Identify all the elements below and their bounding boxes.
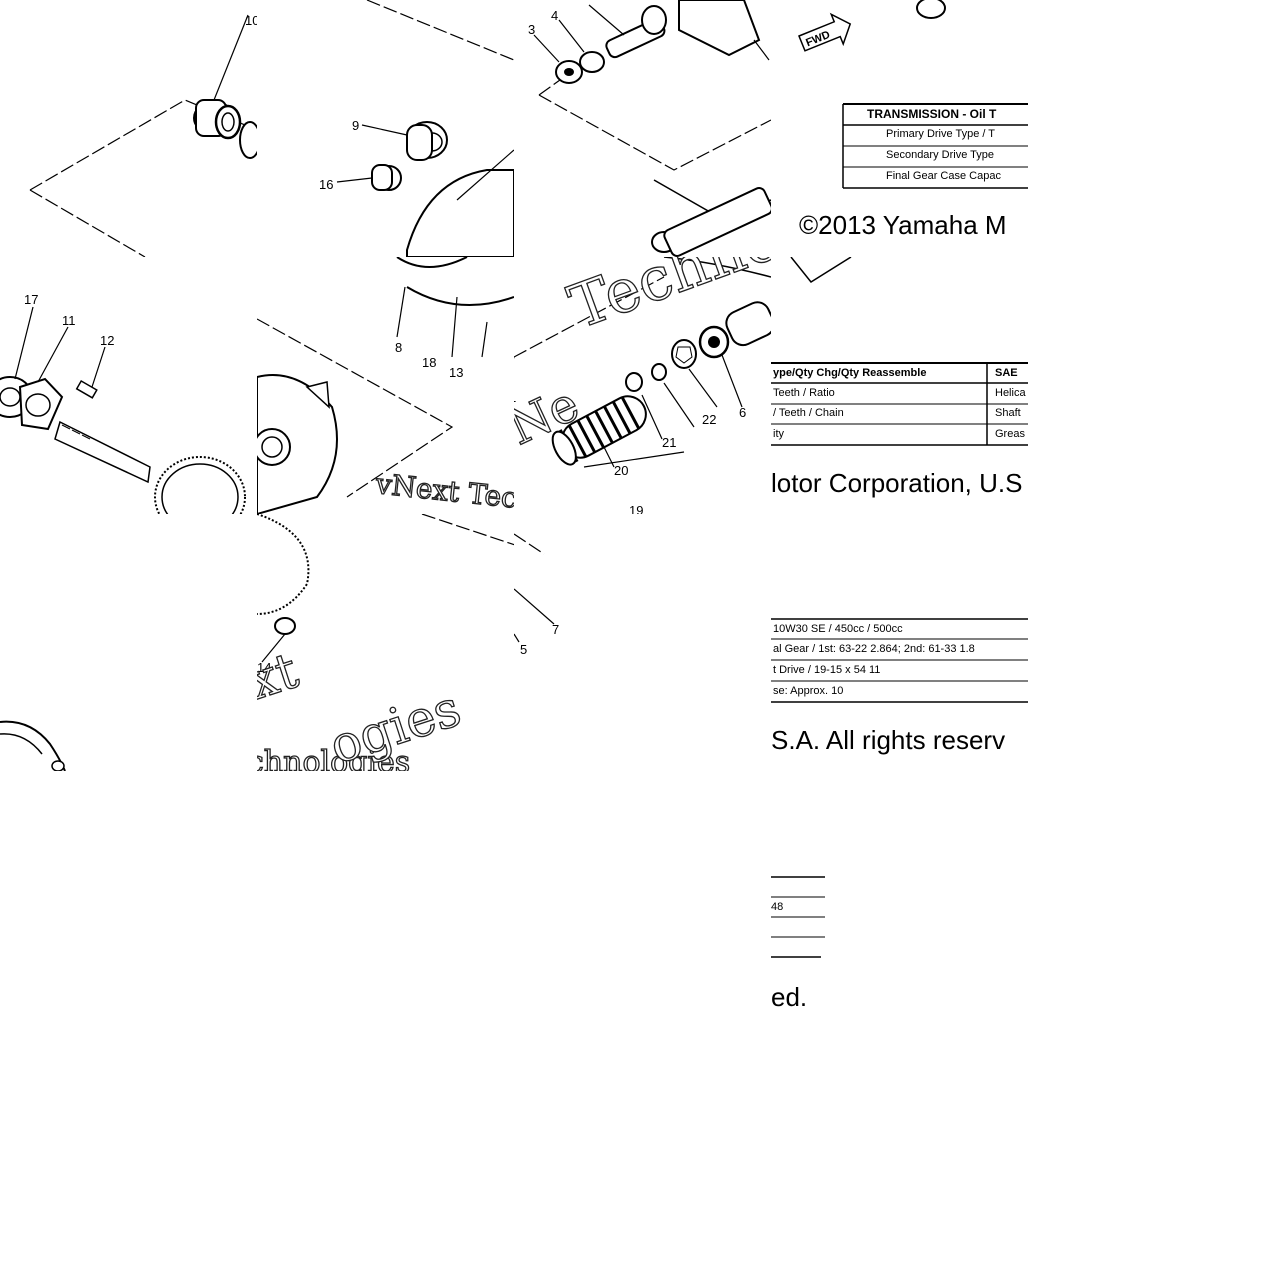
callout-6: 6 <box>739 405 746 420</box>
spec-tile-d-drawing: FWD <box>798 0 1028 189</box>
spec-mid-row-1: Teeth / Ratio <box>773 387 835 399</box>
callout-13: 13 <box>449 365 463 380</box>
diagram-tile-l-drawing <box>0 720 66 771</box>
spec-low-row-1: al Gear / 1st: 63-22 2.864; 2nd: 61-33 1… <box>773 643 975 655</box>
spec-tile-m-drawing <box>771 876 825 958</box>
watermark-fragment-ogies: ogies <box>323 679 468 771</box>
copyright-part-1: ©2013 Yamaha M <box>799 210 1007 240</box>
spec-tile-k: 10W30 SE / 450cc / 500cc al Gear / 1st: … <box>771 514 1028 771</box>
callout-10: 10 <box>245 13 257 28</box>
copyright-part-2: lotor Corporation, U.S <box>771 468 1023 498</box>
callout-11: 11 <box>62 313 76 328</box>
spec-mid-row-2-right: Shaft <box>995 407 1021 419</box>
callout-18: 18 <box>422 355 436 370</box>
callout-17: 17 <box>24 292 38 307</box>
callout-16: 16 <box>319 177 333 192</box>
diagram-tile-l <box>0 714 257 771</box>
callout-5: 5 <box>520 642 527 657</box>
callout-2: 2 <box>319 257 326 260</box>
spec-tile-m: 48 ed. <box>771 771 1028 1028</box>
diagram-tile-i-drawing: 14 ext chnologies ogies logies <box>257 514 514 771</box>
diagram-tile-g-drawing: 20 21 22 6 19 1 Techno vNe <box>514 257 771 514</box>
spec-tile-h-drawing <box>771 257 1028 446</box>
callout-7: 7 <box>552 622 559 637</box>
spec-mid-row-2: / Teeth / Chain <box>773 407 844 419</box>
diagram-tile-c-drawing: 3 4 <box>528 0 771 257</box>
callout-21: 21 <box>662 435 676 450</box>
callout-22: 22 <box>702 412 716 427</box>
watermark-fragment-ext: ext <box>257 641 305 720</box>
spec-tail-row-1: 48 <box>771 901 784 913</box>
diagram-tile-c: 3 4 <box>514 0 771 257</box>
diagram-tile-i: 14 ext chnologies ogies logies <box>257 514 514 771</box>
callout-9: 9 <box>352 118 359 133</box>
spec-mid-row-1-right: Helica <box>995 387 1026 399</box>
diagram-tile-a-drawing: 10 <box>29 13 257 257</box>
callout-3: 3 <box>528 22 535 37</box>
diagram-tile-g: 20 21 22 6 19 1 Techno vNe <box>514 257 771 514</box>
spec-low-row-2: t Drive / 19-15 x 54 11 <box>773 664 881 676</box>
diagram-tile-b-drawing: 9 16 <box>319 0 514 257</box>
callout-4: 4 <box>551 8 558 23</box>
diagram-tile-f: 8 18 13 2 vNext Technologies <box>257 257 514 514</box>
spec-table-header: TRANSMISSION - Oil T <box>867 107 997 121</box>
spec-tile-k-drawing <box>771 618 1028 703</box>
diagram-tile-j: 7 5 <box>514 514 771 771</box>
spec-row-final-gear: Final Gear Case Capac <box>886 170 1001 182</box>
callout-14: 14 <box>257 660 271 675</box>
spec-mid-row-3-right: Greas <box>995 428 1025 440</box>
diagram-tile-a: 10 <box>0 0 257 257</box>
callout-1: 1 <box>514 390 516 405</box>
spec-low-row-0: 10W30 SE / 450cc / 500cc <box>773 623 903 635</box>
spec-mid-row-3: ity <box>773 428 784 440</box>
watermark-fragment-chnologies: chnologies <box>257 745 410 771</box>
diagram-tile-e: 17 11 12 <box>0 257 257 514</box>
spec-mid-header-right: SAE <box>995 367 1018 379</box>
spec-row-secondary-drive: Secondary Drive Type <box>886 149 995 161</box>
callout-20: 20 <box>614 463 628 478</box>
spec-tile-h: ype/Qty Chg/Qty Reassemble SAE Teeth / R… <box>771 257 1028 514</box>
callout-12: 12 <box>100 333 114 348</box>
callout-19: 19 <box>629 503 643 514</box>
spec-low-row-3: se: Approx. 10 <box>773 685 844 697</box>
watermark-vnext-technologies: vNext Technologies <box>373 467 514 514</box>
spec-row-primary-drive: Primary Drive Type / T <box>886 128 996 140</box>
callout-8: 8 <box>395 340 402 355</box>
copyright-part-3: S.A. All rights reserv <box>771 725 1006 755</box>
spec-tile-d: FWD TRANSMISSION - Oil T Primary Drive T… <box>771 0 1028 257</box>
diagram-tile-e-drawing: 17 11 12 <box>0 292 246 514</box>
diagram-tile-b: 9 16 <box>257 0 514 257</box>
copyright-part-4: ed. <box>771 982 808 1012</box>
spec-mid-header: ype/Qty Chg/Qty Reassemble <box>773 367 927 379</box>
diagram-tile-j-drawing: 7 5 <box>514 533 559 657</box>
diagram-tile-f-drawing: 8 18 13 2 vNext Technologies <box>257 257 514 514</box>
